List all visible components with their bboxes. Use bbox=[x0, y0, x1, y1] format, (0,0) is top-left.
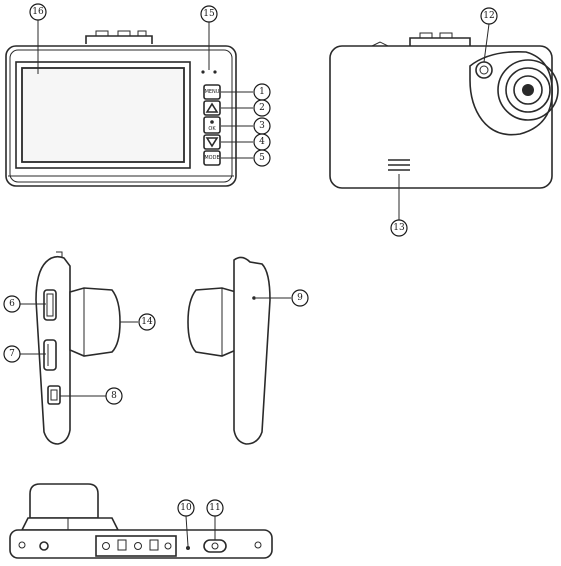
camera-body-back bbox=[329, 45, 553, 189]
led-indicator bbox=[213, 70, 217, 74]
svg-text:2: 2 bbox=[259, 103, 265, 113]
svg-text:10: 10 bbox=[180, 503, 192, 513]
lcd-screen bbox=[21, 67, 185, 163]
menu-button bbox=[203, 84, 221, 100]
svg-text:9: 9 bbox=[297, 293, 303, 303]
callout-1: 1 bbox=[253, 83, 271, 101]
svg-text:14: 14 bbox=[141, 317, 153, 327]
up-arrow-icon bbox=[205, 102, 219, 113]
port-round bbox=[39, 541, 49, 551]
callout-5: 5 bbox=[253, 149, 271, 167]
svg-text:6: 6 bbox=[9, 299, 15, 309]
camera-body-left-side bbox=[35, 255, 71, 445]
port-panel bbox=[95, 535, 177, 557]
mode-button-label: MODE bbox=[204, 155, 219, 161]
callout-7: 7 bbox=[3, 345, 21, 363]
back-view: 12 13 bbox=[329, 7, 559, 237]
svg-text:7: 7 bbox=[9, 349, 15, 359]
front-view: MENU OK MODE 1 2 3 4 5 15 16 bbox=[5, 3, 271, 187]
usb-port bbox=[47, 385, 61, 405]
callout-10: 10 bbox=[177, 499, 195, 517]
svg-text:1: 1 bbox=[259, 87, 265, 97]
callout-11: 11 bbox=[206, 499, 224, 517]
led-indicator bbox=[201, 70, 205, 74]
ok-button-label: OK bbox=[208, 126, 216, 132]
callout-4: 4 bbox=[253, 133, 271, 151]
reset-hole bbox=[186, 546, 190, 550]
svg-text:11: 11 bbox=[209, 503, 220, 513]
button-column: MENU OK MODE bbox=[203, 84, 221, 166]
bottom-view: 10 11 bbox=[9, 483, 273, 559]
lens-barrel-side bbox=[187, 287, 237, 357]
callout-3: 3 bbox=[253, 117, 271, 135]
lens-outer-ring bbox=[497, 59, 559, 121]
svg-text:4: 4 bbox=[259, 137, 265, 147]
svg-text:8: 8 bbox=[111, 391, 117, 401]
svg-text:13: 13 bbox=[393, 223, 405, 233]
hdmi-port bbox=[43, 289, 57, 321]
callout-2: 2 bbox=[253, 99, 271, 117]
down-arrow-icon bbox=[205, 137, 219, 148]
callout-14: 14 bbox=[138, 313, 156, 331]
svg-text:16: 16 bbox=[32, 7, 44, 17]
svg-text:5: 5 bbox=[259, 153, 265, 163]
speaker-grille bbox=[388, 159, 410, 171]
svg-text:12: 12 bbox=[483, 11, 494, 21]
microphone-hole bbox=[252, 296, 256, 300]
camera-body-right-side bbox=[233, 256, 271, 445]
mode-button bbox=[203, 150, 221, 166]
left-side-view: 6 7 8 14 bbox=[3, 251, 156, 445]
menu-button-label: MENU bbox=[205, 89, 220, 95]
right-side-view: 9 bbox=[187, 256, 309, 445]
record-dot-icon bbox=[210, 120, 214, 124]
lens-block-top bbox=[29, 483, 99, 519]
ok-button bbox=[203, 116, 221, 134]
callout-12: 12 bbox=[480, 7, 498, 25]
callout-9: 9 bbox=[291, 289, 309, 307]
callout-16: 16 bbox=[29, 3, 47, 21]
callout-13: 13 bbox=[390, 219, 408, 237]
callout-15: 15 bbox=[200, 5, 218, 23]
svg-text:15: 15 bbox=[203, 9, 215, 19]
lens-housing bbox=[469, 50, 553, 136]
lens-barrel-side bbox=[69, 287, 121, 357]
lens-icon bbox=[522, 84, 534, 96]
svg-text:3: 3 bbox=[259, 121, 265, 131]
callout-6: 6 bbox=[3, 295, 21, 313]
sd-card-slot bbox=[43, 339, 57, 371]
callout-8: 8 bbox=[105, 387, 123, 405]
